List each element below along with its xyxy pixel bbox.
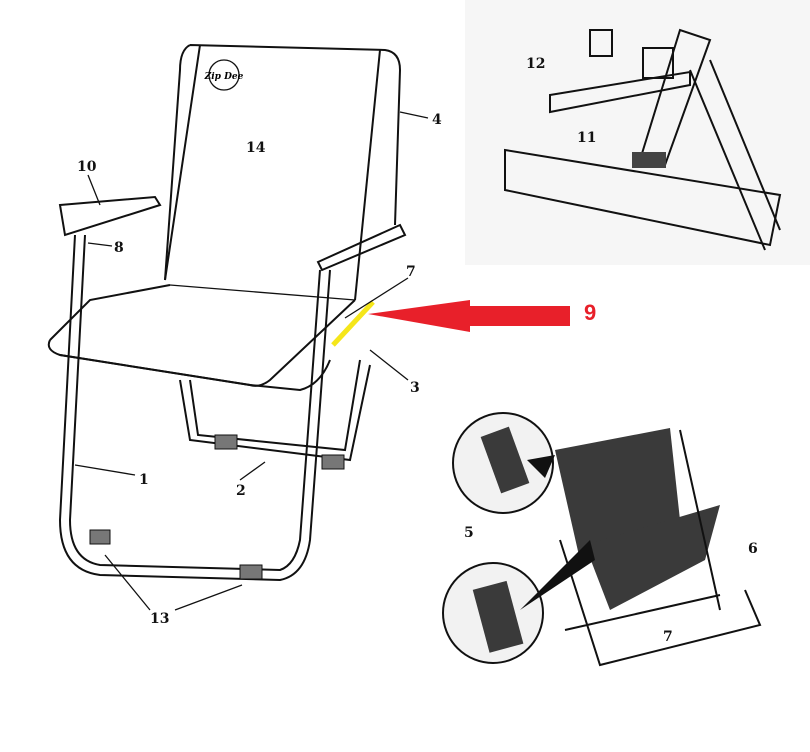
detail-lock-mechanism bbox=[465, 0, 810, 265]
lock-clip bbox=[589, 29, 613, 57]
foot-cap bbox=[321, 454, 345, 470]
label-7-detail: 7 bbox=[663, 629, 673, 645]
part-labels: 1 2 3 4 5 6 7 7 8 9 10 11 12 13 14 bbox=[77, 56, 758, 645]
label-4: 4 bbox=[432, 112, 442, 128]
foot-cap bbox=[239, 564, 263, 580]
main-chair-drawing: Zip Dee bbox=[47, 44, 570, 582]
label-13: 13 bbox=[150, 611, 169, 627]
red-pointer-arrow bbox=[368, 300, 570, 332]
label-12: 12 bbox=[526, 56, 545, 72]
label-14: 14 bbox=[246, 140, 266, 156]
label-2: 2 bbox=[236, 483, 246, 499]
label-7-main: 7 bbox=[406, 264, 416, 280]
foot-cap bbox=[214, 434, 238, 450]
fabric-seat bbox=[585, 505, 720, 610]
foot-cap bbox=[89, 529, 111, 545]
label-9: 9 bbox=[584, 300, 596, 325]
lock-teeth bbox=[632, 152, 666, 168]
label-6: 6 bbox=[748, 541, 758, 557]
label-8: 8 bbox=[114, 240, 124, 256]
label-1: 1 bbox=[139, 472, 149, 488]
label-5: 5 bbox=[464, 525, 474, 541]
detail-fabric-attachment bbox=[442, 412, 762, 667]
logo-text: Zip Dee bbox=[204, 72, 244, 82]
label-10: 10 bbox=[77, 159, 97, 175]
highlight-part-9 bbox=[331, 300, 375, 347]
label-11: 11 bbox=[577, 130, 596, 146]
zip-dee-logo bbox=[208, 59, 240, 91]
label-3: 3 bbox=[410, 380, 420, 396]
